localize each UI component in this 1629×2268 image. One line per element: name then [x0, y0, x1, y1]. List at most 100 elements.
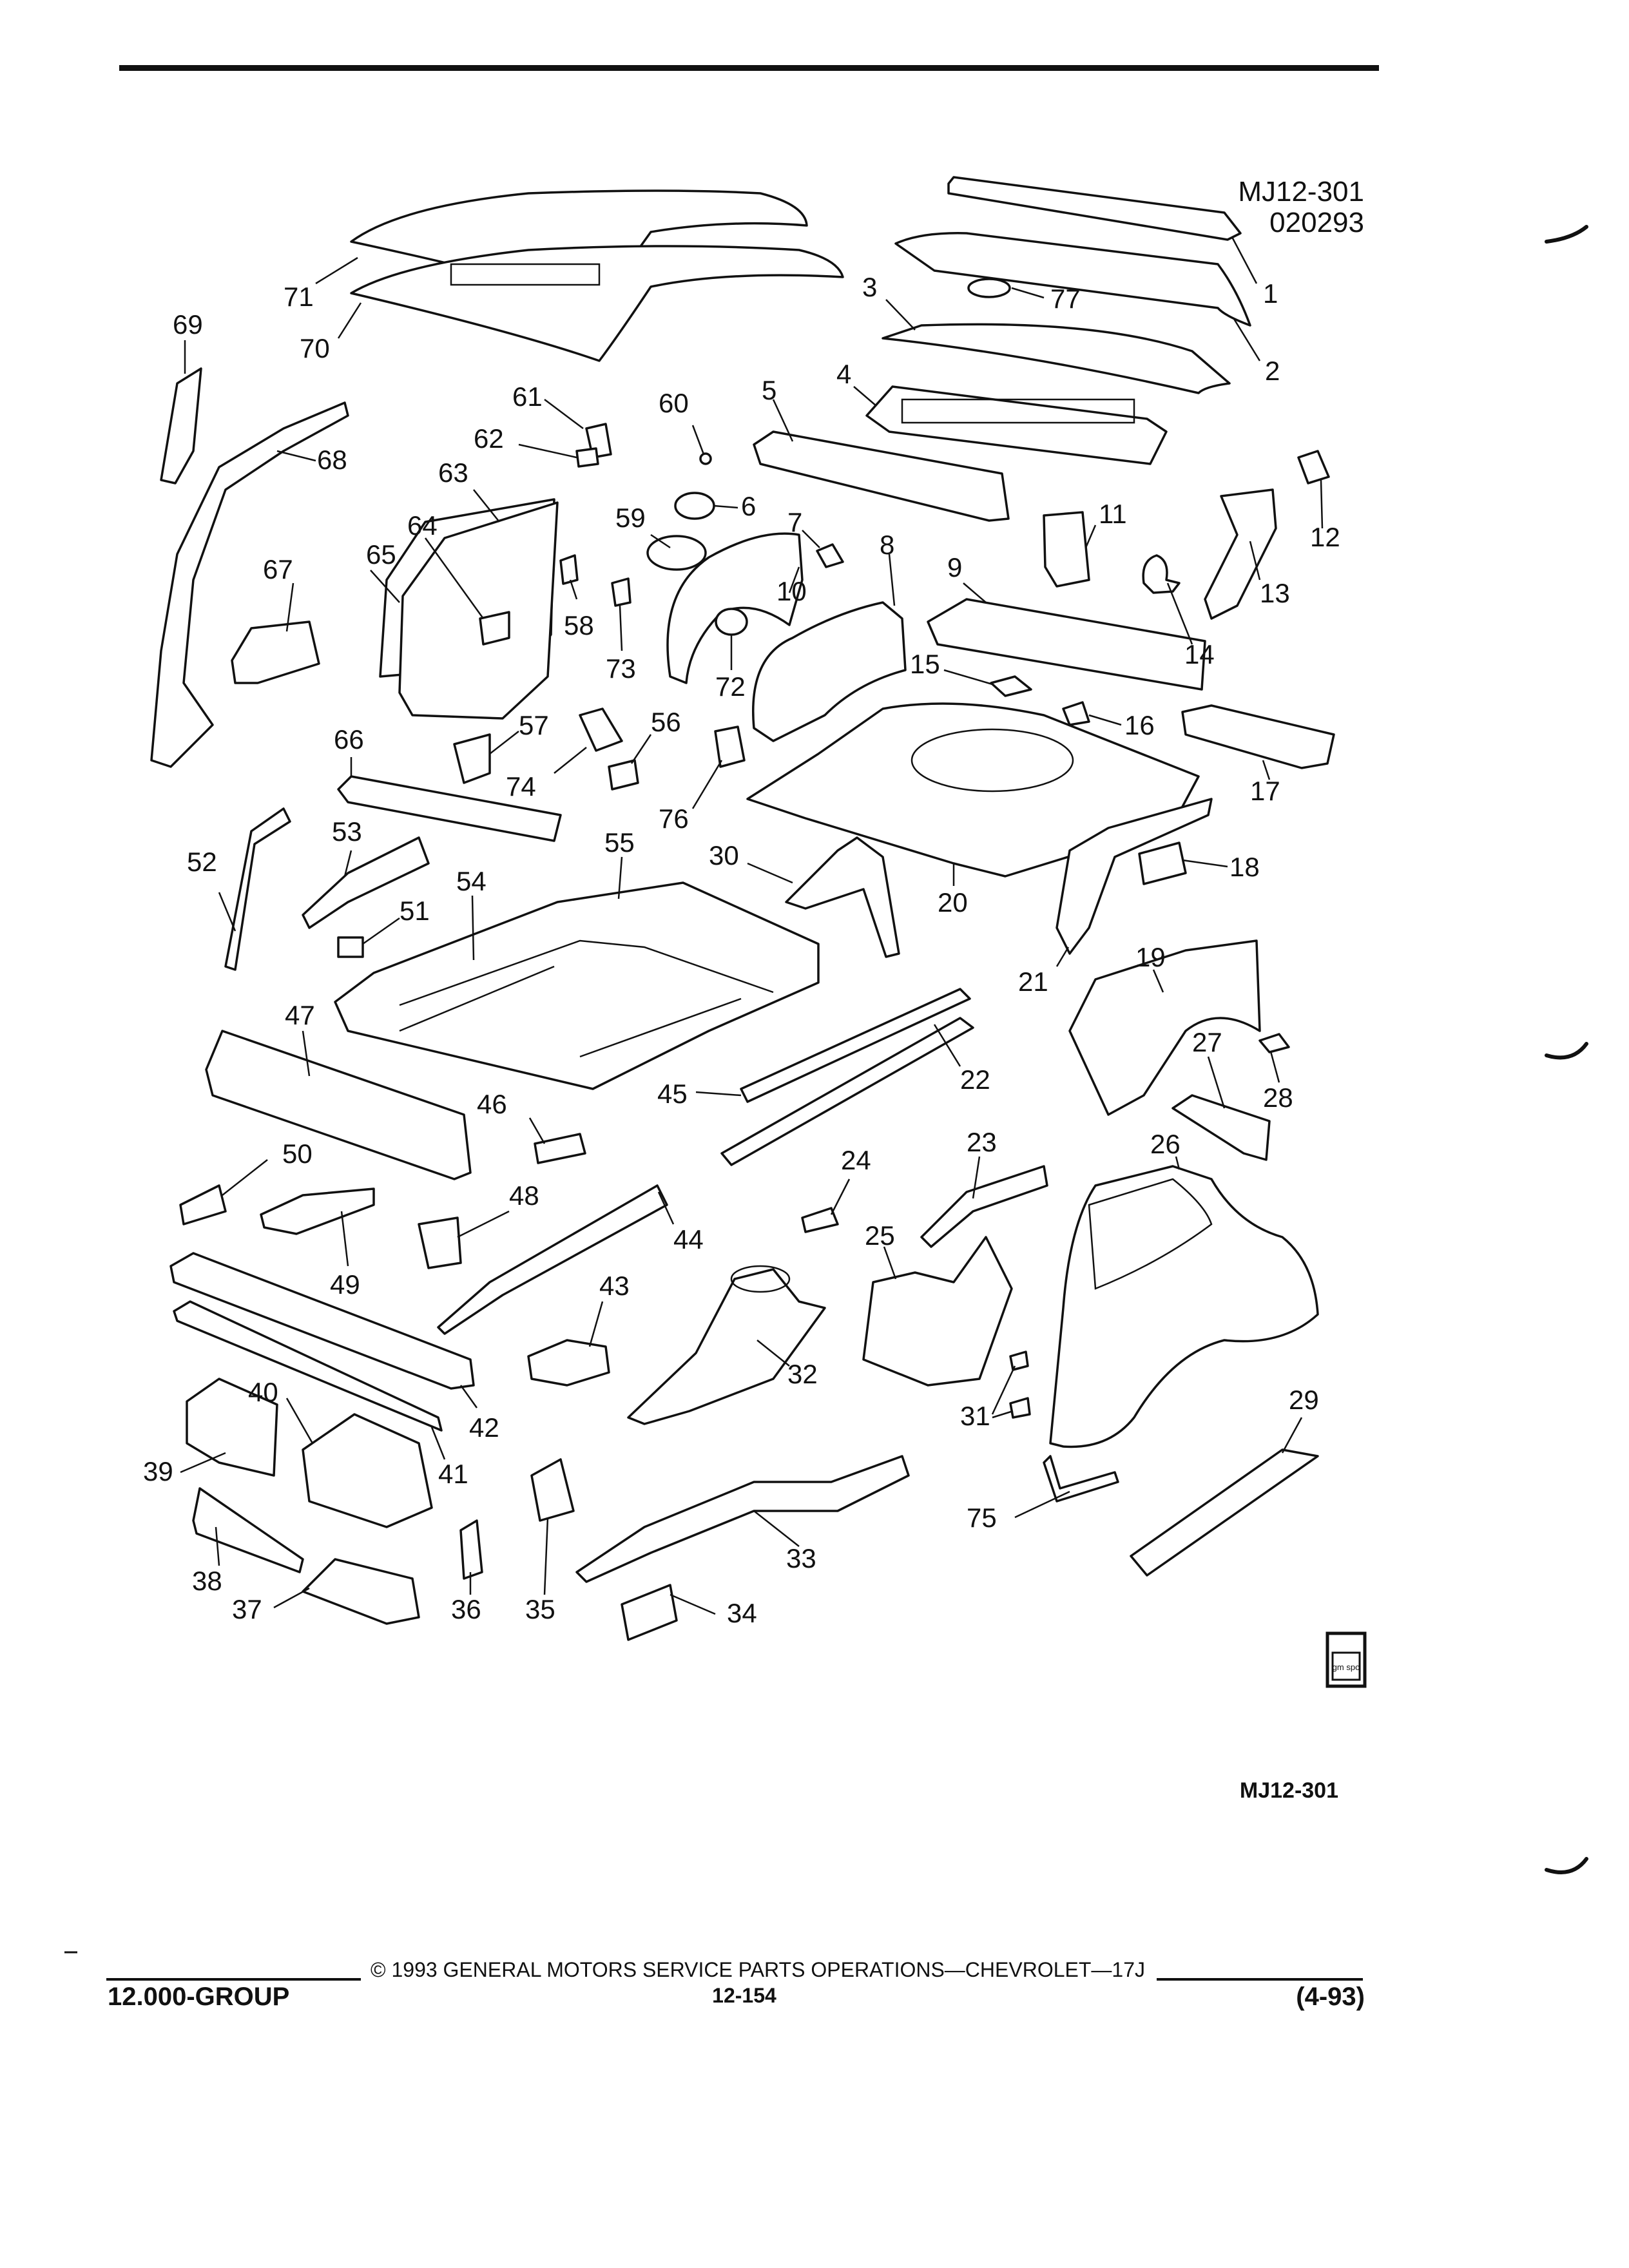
gm-spo-badge-text: gm spo — [1333, 1662, 1360, 1672]
callout-70: 70 — [300, 333, 330, 363]
leader-24 — [830, 1178, 851, 1215]
leader-16 — [1088, 714, 1122, 726]
part-41-support — [173, 1300, 443, 1432]
part-2-panel — [894, 232, 1251, 327]
part-70-roof-inner — [350, 245, 844, 362]
part-32-tunnel — [627, 1268, 826, 1425]
callout-numbers: 1 2 3 4 5 6 7 8 9 10 11 12 13 14 15 16 1… — [143, 272, 1340, 1628]
part-33-rail — [575, 1455, 910, 1583]
part-69-pillar — [160, 367, 202, 485]
callout-59: 59 — [615, 503, 646, 533]
part-52-pillar — [224, 807, 291, 971]
part-17-rail — [1181, 704, 1335, 769]
part-11-lamp — [1043, 511, 1090, 588]
callout-74: 74 — [506, 771, 536, 802]
leader-77 — [1011, 287, 1045, 299]
leader-42 — [459, 1385, 478, 1408]
part-59-seal — [646, 535, 707, 571]
leader-48 — [457, 1210, 510, 1238]
part-16-bracket — [1062, 701, 1090, 726]
part-50-bracket — [179, 1184, 227, 1225]
footer-copyright: © 1993 GENERAL MOTORS SERVICE PARTS OPER… — [371, 1958, 1145, 1981]
part-13-pillar — [1204, 488, 1277, 620]
part-46-bracket — [534, 1133, 586, 1164]
leader-39 — [180, 1452, 226, 1474]
part-31-clip-a — [1009, 1350, 1029, 1371]
part-25-inner — [862, 1236, 1013, 1387]
callout-44: 44 — [673, 1224, 704, 1254]
leader-50 — [222, 1159, 268, 1196]
leader-1 — [1231, 236, 1258, 284]
leader-56 — [630, 734, 652, 764]
part-43-tray — [527, 1339, 610, 1387]
part-7-clip — [816, 543, 844, 568]
part-20-spare-well — [911, 728, 1074, 793]
leader-33 — [753, 1510, 800, 1547]
callout-45: 45 — [657, 1079, 688, 1109]
callout-52: 52 — [187, 847, 217, 877]
leader-2 — [1233, 318, 1261, 361]
callout-14: 14 — [1184, 639, 1215, 669]
diagram-code-bottom: MJ12-301 — [1240, 1778, 1338, 1803]
callout-22: 22 — [960, 1064, 990, 1095]
part-54-rib-2 — [579, 997, 742, 1058]
leader-47 — [302, 1030, 311, 1077]
leader-29 — [1281, 1417, 1303, 1454]
callout-32: 32 — [787, 1359, 818, 1389]
callout-56: 56 — [651, 707, 681, 737]
callout-63: 63 — [438, 457, 468, 488]
callout-42: 42 — [469, 1412, 499, 1443]
part-36-bracket — [459, 1519, 483, 1580]
leader-30 — [747, 862, 793, 884]
footer-page-number: 12-154 — [712, 1984, 776, 2007]
leader-58 — [569, 579, 578, 600]
callout-17: 17 — [1250, 776, 1280, 806]
leader-49 — [340, 1211, 349, 1267]
part-51-pad — [337, 936, 364, 958]
part-58-bracket — [559, 554, 579, 585]
part-72-plug — [715, 608, 748, 636]
part-4-holes — [901, 398, 1135, 424]
callout-15: 15 — [910, 649, 940, 679]
part-68-side-rail — [150, 401, 349, 768]
part-74-hinge — [579, 707, 623, 752]
callout-29: 29 — [1289, 1385, 1319, 1415]
leader-21 — [1055, 947, 1070, 967]
footer-edition: (4-93) — [1296, 1983, 1365, 2011]
callout-77: 77 — [1050, 284, 1081, 314]
part-14-hook — [1142, 554, 1181, 594]
gm-spo-badge: gm spo — [1325, 1631, 1367, 1688]
leader-10 — [788, 566, 800, 593]
callout-55: 55 — [604, 827, 635, 858]
leader-52 — [218, 892, 236, 932]
leader-9 — [963, 582, 987, 603]
leader-40 — [285, 1398, 314, 1444]
leader-3 — [885, 299, 916, 331]
part-45-rocker — [740, 988, 971, 1103]
part-76-bracket — [714, 726, 746, 768]
callout-71: 71 — [284, 282, 314, 312]
callout-38: 38 — [192, 1566, 222, 1596]
part-57-bracket — [453, 733, 491, 784]
callout-25: 25 — [865, 1220, 895, 1251]
leader-37 — [273, 1587, 310, 1609]
leader-lines — [180, 236, 1324, 1615]
callout-5: 5 — [762, 375, 776, 405]
part-1-header — [947, 176, 1242, 241]
part-44-rail — [437, 1184, 668, 1335]
callout-73: 73 — [606, 653, 636, 684]
leader-55 — [617, 856, 623, 899]
date-code: 020293 — [1269, 207, 1364, 238]
parts-layer — [150, 176, 1335, 1641]
leader-75 — [1014, 1490, 1070, 1519]
part-54-tunnel — [399, 939, 774, 1006]
top-rule — [119, 65, 1379, 71]
leader-28 — [1269, 1051, 1280, 1083]
callout-53: 53 — [332, 816, 362, 847]
part-15-bracket — [990, 675, 1032, 697]
callout-47: 47 — [285, 1000, 315, 1030]
callout-40: 40 — [248, 1377, 278, 1407]
leader-25 — [883, 1246, 897, 1280]
part-26-window — [1088, 1178, 1213, 1290]
part-5-crossmember — [753, 430, 1010, 522]
